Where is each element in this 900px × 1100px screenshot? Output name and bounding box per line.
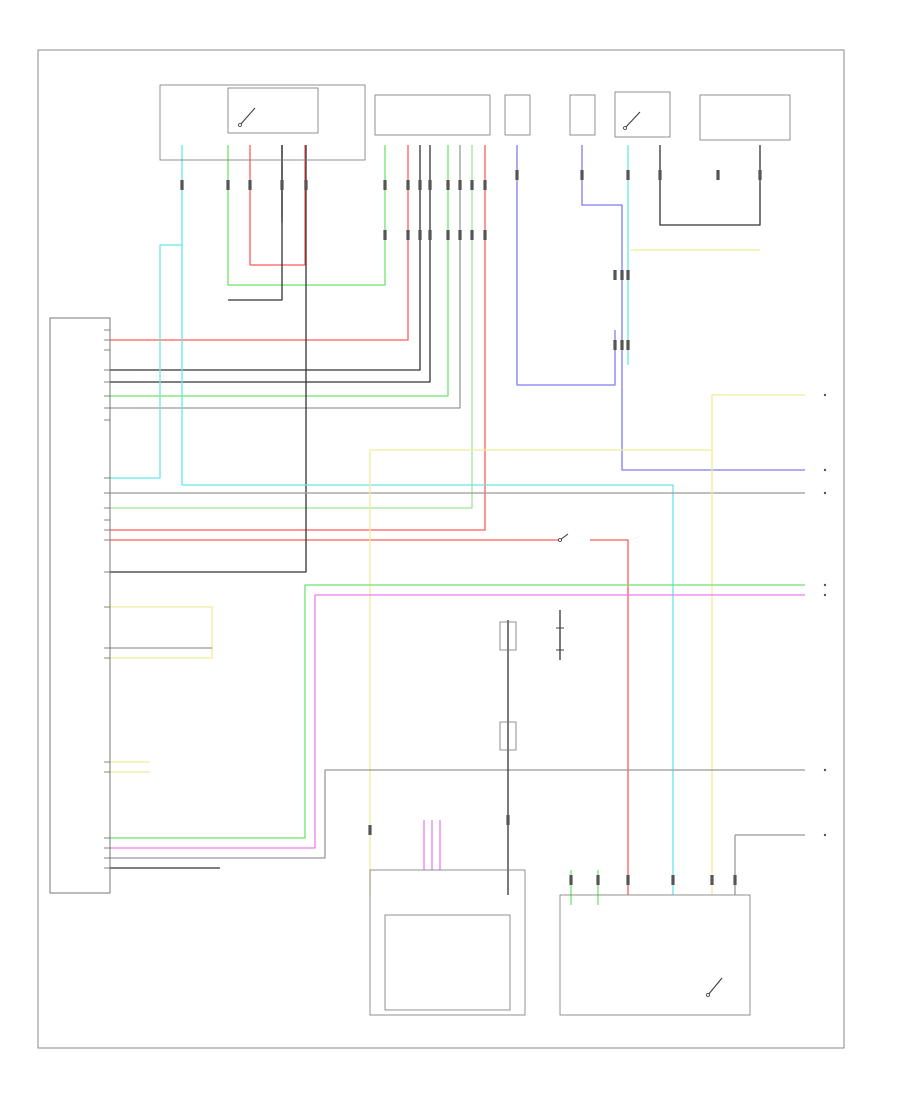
connector-top-mid xyxy=(374,94,491,136)
connector-marker-26 xyxy=(483,230,487,240)
connector-top-small-1 xyxy=(504,94,531,136)
connector-marker-23 xyxy=(446,230,450,240)
wire-red-5 xyxy=(590,539,629,895)
connector-marker-36 xyxy=(596,875,600,885)
wire-dark-1 xyxy=(228,145,283,301)
connector-marker-0 xyxy=(180,180,184,190)
wire-green-2 xyxy=(110,145,449,397)
connector-marker-34 xyxy=(506,815,510,825)
switch-1-pivot xyxy=(238,123,242,127)
wire-lightgreen-1 xyxy=(110,145,473,509)
wire-blue-1 xyxy=(516,145,616,386)
wire-dark-3 xyxy=(110,145,421,371)
connector-marker-3 xyxy=(280,180,284,190)
connector-top-left xyxy=(159,84,366,161)
connector-marker-7 xyxy=(418,180,422,190)
connector-marker-20 xyxy=(406,230,410,240)
output-terminal-1 xyxy=(823,468,827,472)
connector-top-right xyxy=(699,94,791,141)
connector-marker-27 xyxy=(613,270,617,280)
switch-2-pivot xyxy=(623,126,627,130)
connector-marker-28 xyxy=(620,270,624,280)
switch-3 xyxy=(707,977,723,996)
sensor-lower xyxy=(499,721,517,751)
connector-marker-32 xyxy=(626,340,630,350)
connector-marker-15 xyxy=(626,170,630,180)
connector-marker-18 xyxy=(758,170,762,180)
connector-marker-17 xyxy=(716,170,720,180)
connector-marker-11 xyxy=(470,180,474,190)
connector-marker-8 xyxy=(428,180,432,190)
connector-marker-22 xyxy=(428,230,432,240)
connector-marker-12 xyxy=(483,180,487,190)
wire-gray-3 xyxy=(110,769,805,859)
components-layer xyxy=(49,84,791,1016)
connector-marker-13 xyxy=(515,170,519,180)
connector-marker-1 xyxy=(226,180,230,190)
output-terminals-layer xyxy=(823,393,827,837)
wire-magenta-1 xyxy=(110,594,805,849)
transmission-shift xyxy=(559,894,751,1016)
connector-marker-21 xyxy=(418,230,422,240)
connector-top-small-3 xyxy=(614,91,671,138)
wire-dark-7 xyxy=(659,145,761,226)
output-terminal-4 xyxy=(823,593,827,597)
switch-4-pivot xyxy=(558,538,562,542)
connector-marker-10 xyxy=(458,180,462,190)
connector-marker-4 xyxy=(304,180,308,190)
switch-2 xyxy=(624,111,641,129)
connector-marker-9 xyxy=(446,180,450,190)
connector-marker-40 xyxy=(733,875,737,885)
switch-3-pivot xyxy=(706,993,710,997)
output-terminal-0 xyxy=(823,393,827,397)
connector-marker-30 xyxy=(613,340,617,350)
wires-layer xyxy=(110,145,805,905)
wire-red-3 xyxy=(110,145,486,531)
ecu-module xyxy=(49,317,111,894)
switches-layer xyxy=(238,107,723,997)
output-terminal-6 xyxy=(823,833,827,837)
wire-red-2 xyxy=(110,145,409,341)
connector-marker-38 xyxy=(671,875,675,885)
connector-marker-35 xyxy=(569,875,573,885)
connector-marker-37 xyxy=(626,875,630,885)
connector-marker-16 xyxy=(658,170,662,180)
switch-1 xyxy=(239,107,256,126)
diagram-frame xyxy=(37,49,845,1049)
ground-layer xyxy=(556,627,564,651)
connector-marker-25 xyxy=(470,230,474,240)
wire-green-3 xyxy=(110,584,805,839)
connector-marker-29 xyxy=(626,270,630,280)
combination-meter xyxy=(369,869,526,1016)
connector-marker-6 xyxy=(406,180,410,190)
ecu-pins-layer xyxy=(104,329,110,869)
sensor-upper xyxy=(499,621,517,651)
wire-dark-5 xyxy=(110,145,307,573)
wire-red-1 xyxy=(249,145,306,266)
connector-markers-layer xyxy=(180,170,762,885)
wire-cyan-1 xyxy=(110,145,183,479)
connector-marker-2 xyxy=(248,180,252,190)
wire-dark-4 xyxy=(110,145,431,383)
output-terminal-2 xyxy=(823,491,827,495)
connector-marker-24 xyxy=(458,230,462,240)
combination-meter-inner xyxy=(384,914,511,1011)
connector-marker-5 xyxy=(383,180,387,190)
connector-marker-14 xyxy=(580,170,584,180)
switch-top-inner xyxy=(227,87,319,134)
wire-blue-2 xyxy=(581,145,805,471)
wire-cyan-2 xyxy=(181,245,674,895)
connector-marker-19 xyxy=(383,230,387,240)
output-terminal-3 xyxy=(823,583,827,587)
output-terminal-5 xyxy=(823,768,827,772)
connector-marker-31 xyxy=(620,340,624,350)
connector-top-small-2 xyxy=(569,94,596,136)
connector-marker-39 xyxy=(710,875,714,885)
connector-marker-33 xyxy=(368,825,372,835)
wire-yellow-4 xyxy=(110,606,213,659)
